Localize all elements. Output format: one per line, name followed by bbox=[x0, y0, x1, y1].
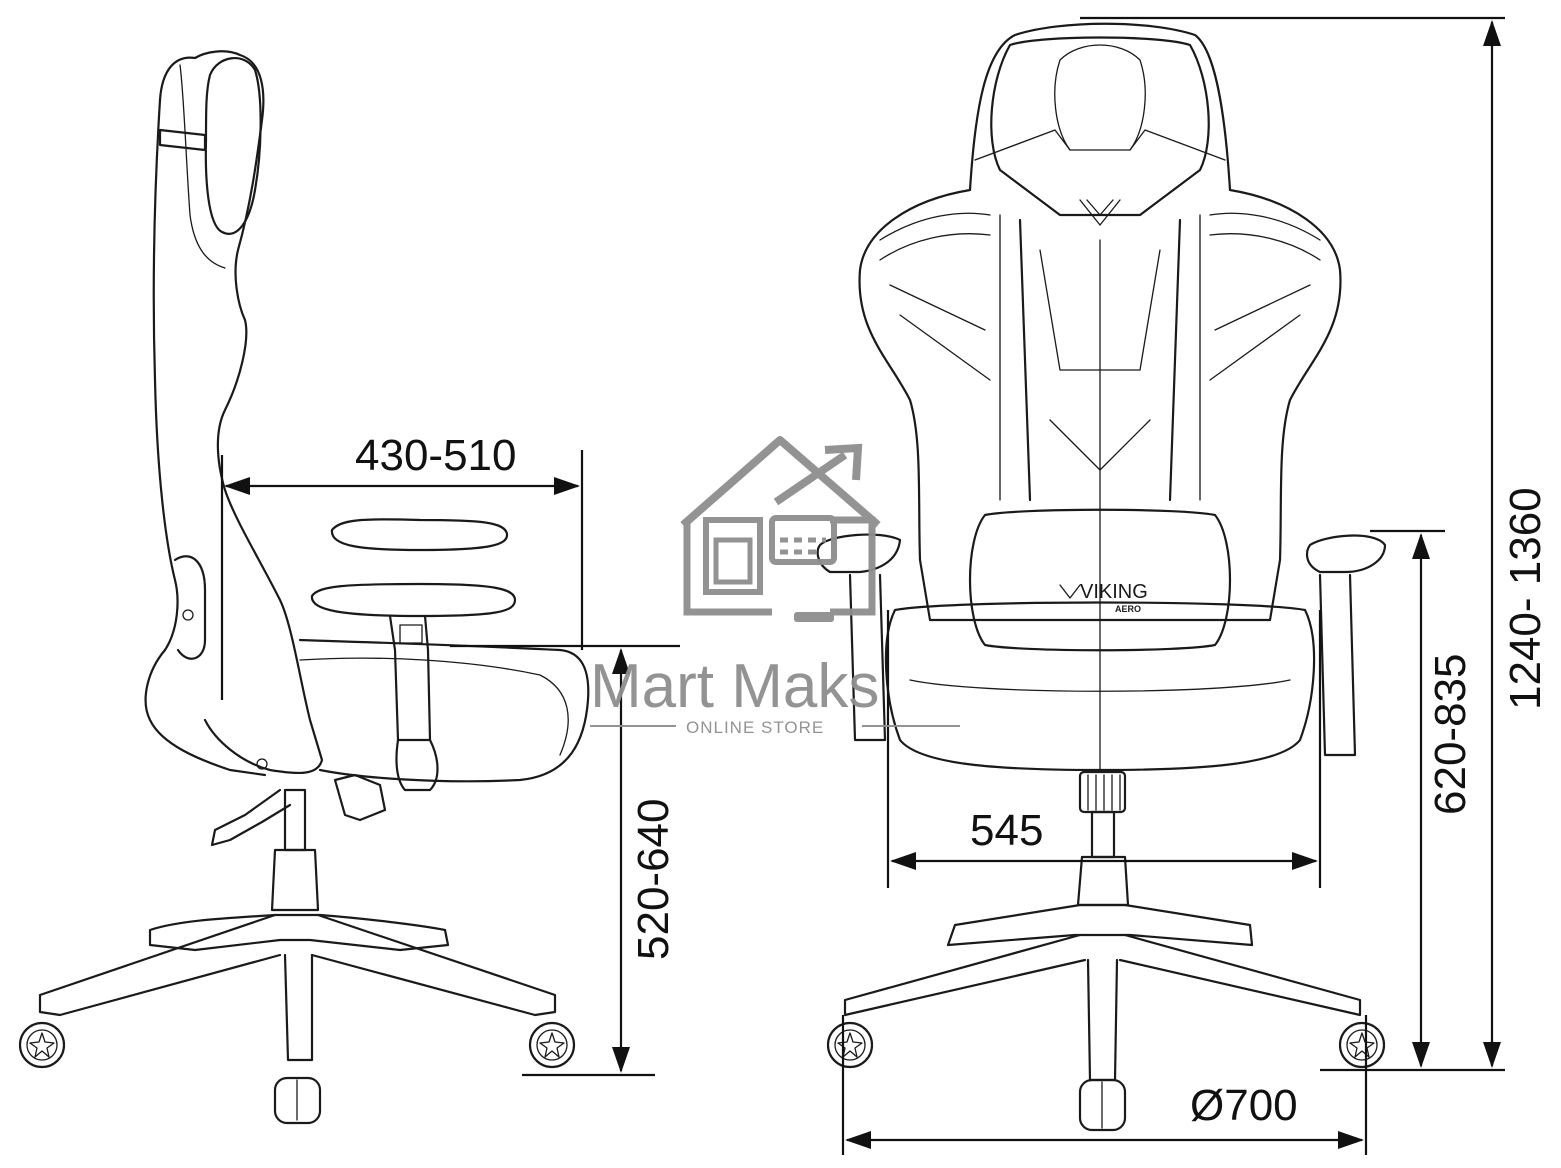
base-diameter-label: Ø700 bbox=[1190, 1081, 1298, 1130]
brand-name: VIKING bbox=[1080, 581, 1148, 603]
chair-front-view: VIKING AERO bbox=[816, 22, 1387, 1132]
dimension-armrest-height: 620-835 bbox=[1320, 529, 1505, 1072]
watermark-subtitle: ONLINE STORE bbox=[686, 718, 824, 737]
dimension-seat-width: 545 bbox=[886, 610, 1322, 888]
dimension-base-diameter: Ø700 bbox=[841, 1015, 1368, 1155]
seat-width-label: 545 bbox=[970, 806, 1043, 855]
house-logo-icon bbox=[680, 436, 881, 622]
dimension-seat-height: 520-640 bbox=[450, 644, 680, 1077]
seat-depth-label: 430-510 bbox=[355, 431, 516, 480]
seat-height-label: 520-640 bbox=[629, 799, 678, 960]
armrest-height-label: 620-835 bbox=[1426, 654, 1475, 815]
chair-side-view bbox=[18, 50, 590, 1125]
watermark: Mart Maks ONLINE STORE bbox=[590, 436, 960, 737]
watermark-title: Mart Maks bbox=[590, 652, 879, 721]
brand-model: AERO bbox=[1115, 604, 1141, 614]
dimension-total-height: 1240- 1360 bbox=[1080, 16, 1550, 1068]
total-height-label: 1240- 1360 bbox=[1501, 487, 1550, 710]
dimension-seat-depth: 430-510 bbox=[220, 431, 584, 700]
